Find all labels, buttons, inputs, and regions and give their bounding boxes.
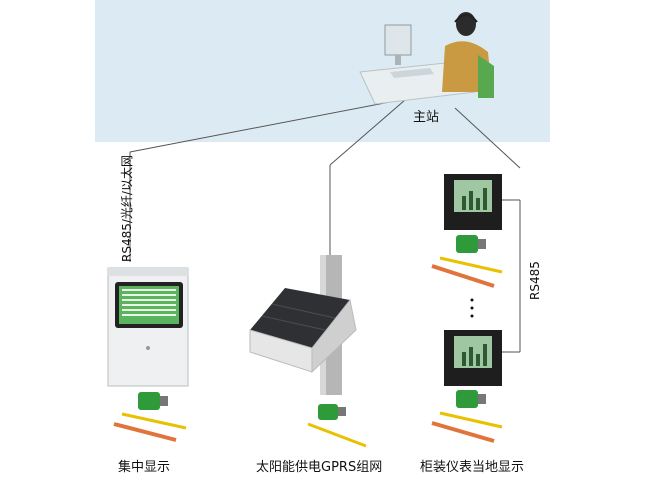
line-master-to-cabinet [454, 107, 521, 169]
central-display-panel [107, 267, 189, 387]
bottom-right-label: 柜装仪表当地显示 [420, 460, 525, 475]
sensors-cabinet-bottom [431, 390, 503, 443]
keyboard [390, 68, 434, 78]
solar-pole-unit [249, 255, 357, 395]
master-station-label: 主站 [413, 110, 440, 125]
line-master-to-central [129, 99, 401, 153]
headset [454, 14, 478, 23]
connection-lines [129, 99, 521, 353]
bottom-middle-label: 太阳能供电GPRS组网 [256, 460, 383, 475]
sensors-central [113, 392, 187, 442]
cabinet-meter-top [444, 174, 502, 230]
line-master-to-pole [329, 99, 406, 166]
monitor-stand [395, 55, 401, 65]
ellipsis-dots [470, 298, 474, 318]
bottom-left-label: 集中显示 [118, 460, 171, 475]
link-right-label: RS485 [528, 261, 542, 300]
cabinet-meter-bottom [444, 330, 502, 386]
operator-workstation-illustration [359, 12, 494, 105]
operator-head [456, 12, 476, 36]
chair [478, 55, 494, 98]
link-left-label: RS485/光纤/以太网 [120, 155, 134, 262]
sensors-cabinet-top [431, 235, 503, 288]
monitor-screen [384, 24, 412, 56]
sensors-pole [307, 404, 367, 448]
